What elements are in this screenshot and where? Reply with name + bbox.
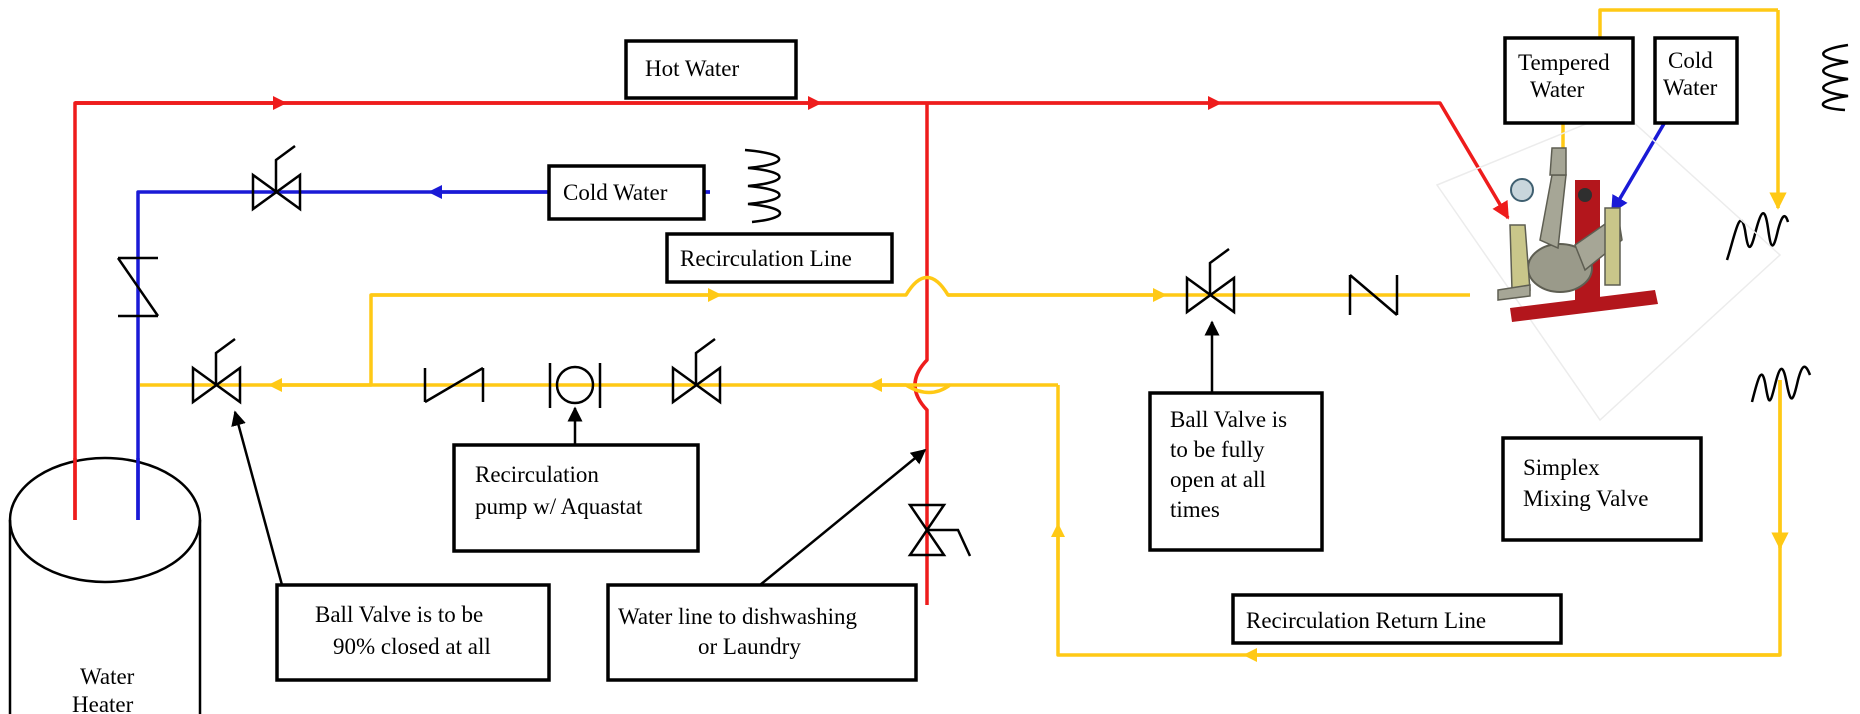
check-valve-icon — [1348, 274, 1399, 316]
flex-connector-icon — [1821, 43, 1849, 112]
recirculation-pump-line — [371, 383, 1058, 395]
mixing-valve-assembly-icon — [1435, 109, 1782, 422]
svg-text:Simplex: Simplex — [1523, 455, 1600, 480]
flex-connector-icon — [1750, 365, 1812, 403]
hot-water-branch-dishwasher — [913, 103, 929, 605]
svg-text:open at all: open at all — [1170, 467, 1266, 492]
tempered-water-label: Tempered Water — [1503, 36, 1635, 125]
check-valve-icon — [423, 366, 485, 404]
recirculation-supply-line — [140, 275, 1470, 387]
recirculation-line-label: Recirculation Line — [665, 232, 894, 284]
tempered-water-line — [1598, 8, 1778, 37]
ball-valve-closed-label: Ball Valve is to be 90% closed at all — [275, 583, 551, 682]
svg-text:Water: Water — [1663, 75, 1718, 100]
dishwashing-line-label: Water line to dishwashing or Laundry — [606, 583, 918, 682]
svg-text:Water: Water — [1530, 77, 1585, 102]
svg-text:Recirculation Return Line: Recirculation Return Line — [1246, 608, 1486, 633]
svg-text:90% closed at all: 90% closed at all — [333, 634, 491, 659]
gate-valve-icon — [251, 144, 302, 212]
gate-valve-icon — [671, 337, 722, 405]
gate-valve-icon — [907, 503, 972, 557]
svg-text:Mixing Valve: Mixing Valve — [1523, 486, 1648, 511]
svg-text:Water line to dishwashing: Water line to dishwashing — [618, 604, 857, 629]
recirculation-return-line-label: Recirculation Return Line — [1231, 593, 1563, 645]
svg-text:Ball Valve is: Ball Valve is — [1170, 407, 1287, 432]
svg-text:Water: Water — [80, 664, 135, 689]
circulating-pump-icon — [548, 363, 602, 408]
svg-text:Cold Water: Cold Water — [563, 180, 668, 205]
callout-arrows — [231, 320, 1220, 586]
water-heater-label: Water Heater — [72, 664, 135, 714]
svg-text:Ball Valve is to be: Ball Valve is to be — [315, 602, 483, 627]
svg-text:to be fully: to be fully — [1170, 437, 1265, 462]
callout-closed-valve — [231, 410, 284, 586]
recirculation-pump-label: Recirculation pump w/ Aquastat — [452, 443, 700, 553]
cold-water-lines — [136, 104, 1677, 520]
gate-valve-icon — [1185, 247, 1236, 315]
svg-text:pump w/ Aquastat: pump w/ Aquastat — [475, 494, 643, 519]
svg-text:Recirculation: Recirculation — [475, 462, 599, 487]
hot-water-label: Hot Water — [624, 39, 798, 100]
svg-text:times: times — [1170, 497, 1220, 522]
cold-water-valve-label: Cold Water — [1653, 36, 1739, 125]
flex-connector-icon — [744, 148, 782, 224]
callout-dishwashing — [759, 449, 927, 586]
svg-text:or Laundry: or Laundry — [698, 634, 801, 659]
ball-valve-open-label: Ball Valve is to be fully open at all ti… — [1148, 391, 1324, 552]
water-heater-tank-icon — [8, 456, 202, 714]
svg-text:Hot Water: Hot Water — [645, 56, 740, 81]
simplex-mixing-valve-label: Simplex Mixing Valve — [1501, 436, 1703, 542]
svg-text:Recirculation Line: Recirculation Line — [680, 246, 852, 271]
svg-text:Tempered: Tempered — [1518, 50, 1610, 75]
cold-water-main-label: Cold Water — [547, 164, 706, 221]
check-valve-icon — [116, 256, 160, 318]
svg-text:Cold: Cold — [1668, 48, 1713, 73]
recirculation-lines — [140, 8, 1789, 662]
svg-text:Heater: Heater — [72, 692, 134, 714]
gate-valve-icon — [191, 337, 242, 405]
